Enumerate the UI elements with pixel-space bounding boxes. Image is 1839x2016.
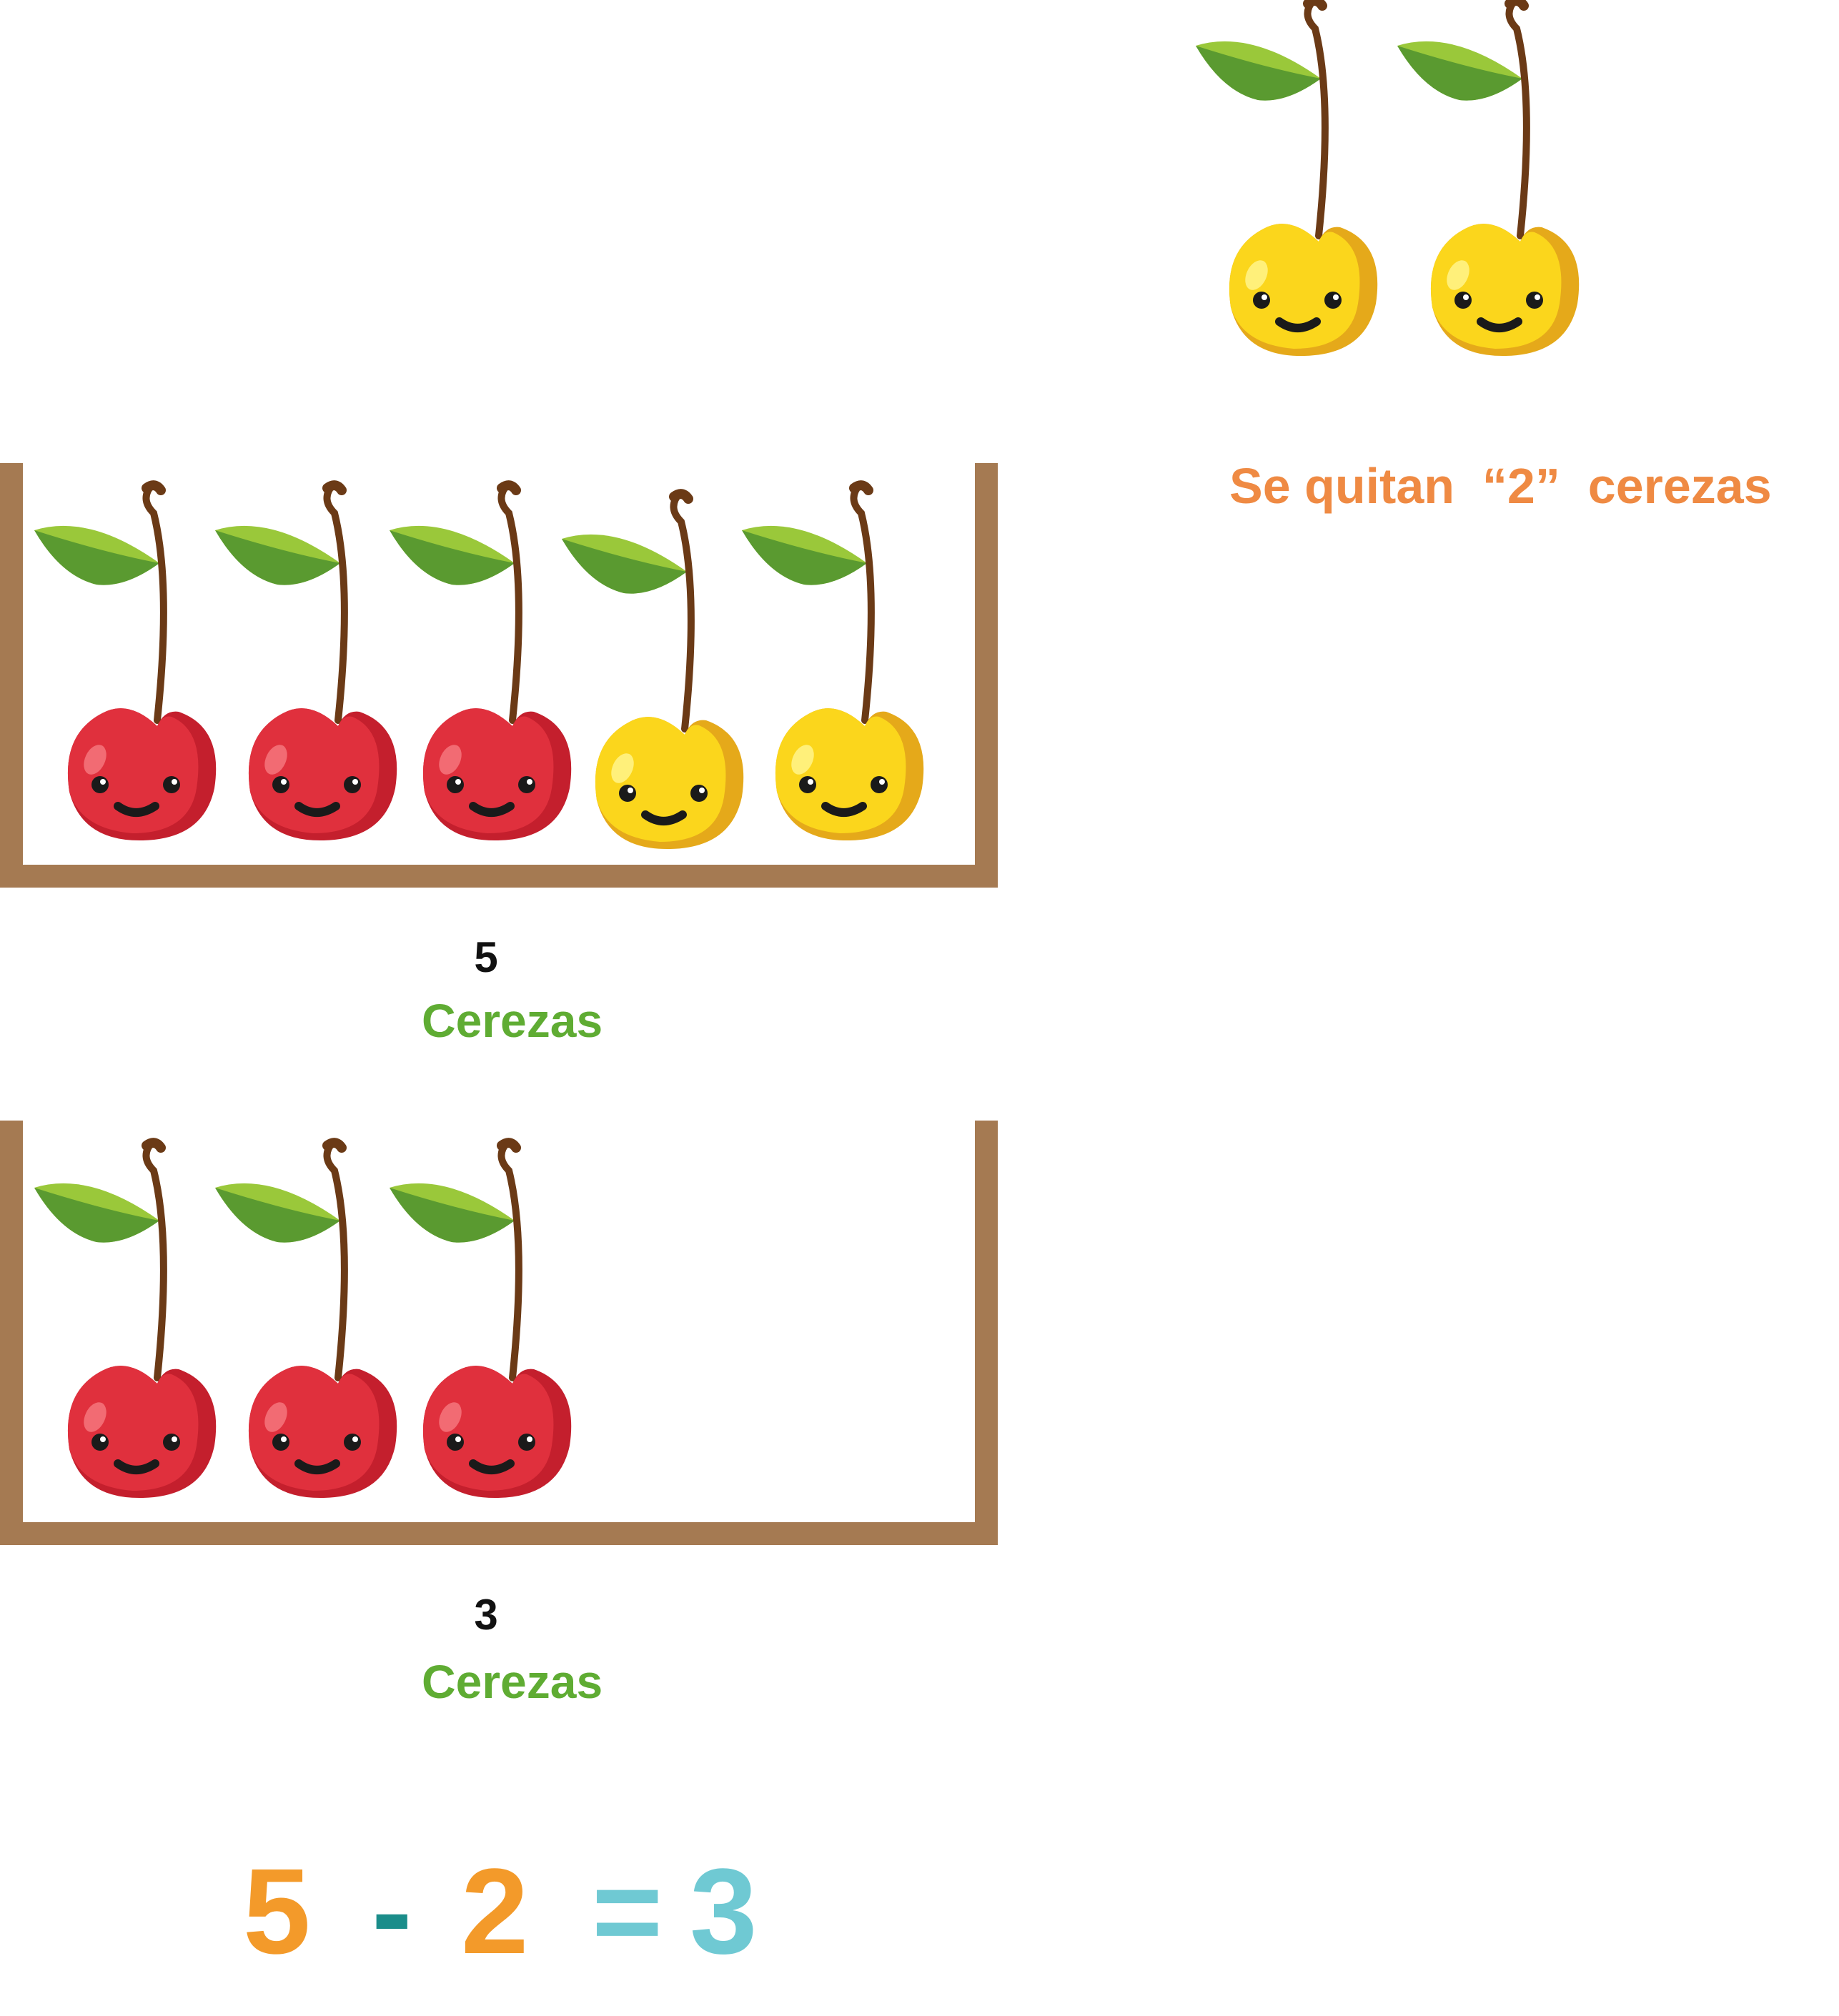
cherry-icon [742, 480, 924, 841]
tray-left-wall [0, 463, 23, 886]
tray-before-count: 5 [474, 933, 498, 981]
tray-after-label: Cerezas [422, 1655, 603, 1708]
tray-bottom [0, 1522, 998, 1545]
cherry-icon [215, 480, 397, 841]
equation-minuend: 5 [243, 1844, 311, 1980]
equation-equals: = [592, 1844, 663, 1980]
equation-result: 3 [690, 1844, 758, 1980]
tray-right-wall [975, 1121, 998, 1545]
tray-right-wall [975, 463, 998, 886]
cherry-icon [1397, 0, 1580, 357]
tray-after-count: 3 [474, 1591, 498, 1639]
tray-bottom [0, 865, 998, 888]
cherry-icon [562, 489, 744, 850]
cherry-icon [34, 1138, 217, 1499]
tray-before-label: Cerezas [422, 994, 603, 1047]
cherry-icon [215, 1138, 397, 1499]
removed-caption: Se quitan “2” cerezas [1229, 458, 1772, 514]
equation-minus: - [372, 1844, 412, 1980]
tray-left-wall [0, 1121, 23, 1545]
cherry-icon [390, 480, 572, 841]
cherry-icon [390, 1138, 572, 1499]
cherry-icon [34, 480, 217, 841]
equation-subtrahend: 2 [461, 1844, 529, 1980]
cherry-icon [1196, 0, 1378, 357]
